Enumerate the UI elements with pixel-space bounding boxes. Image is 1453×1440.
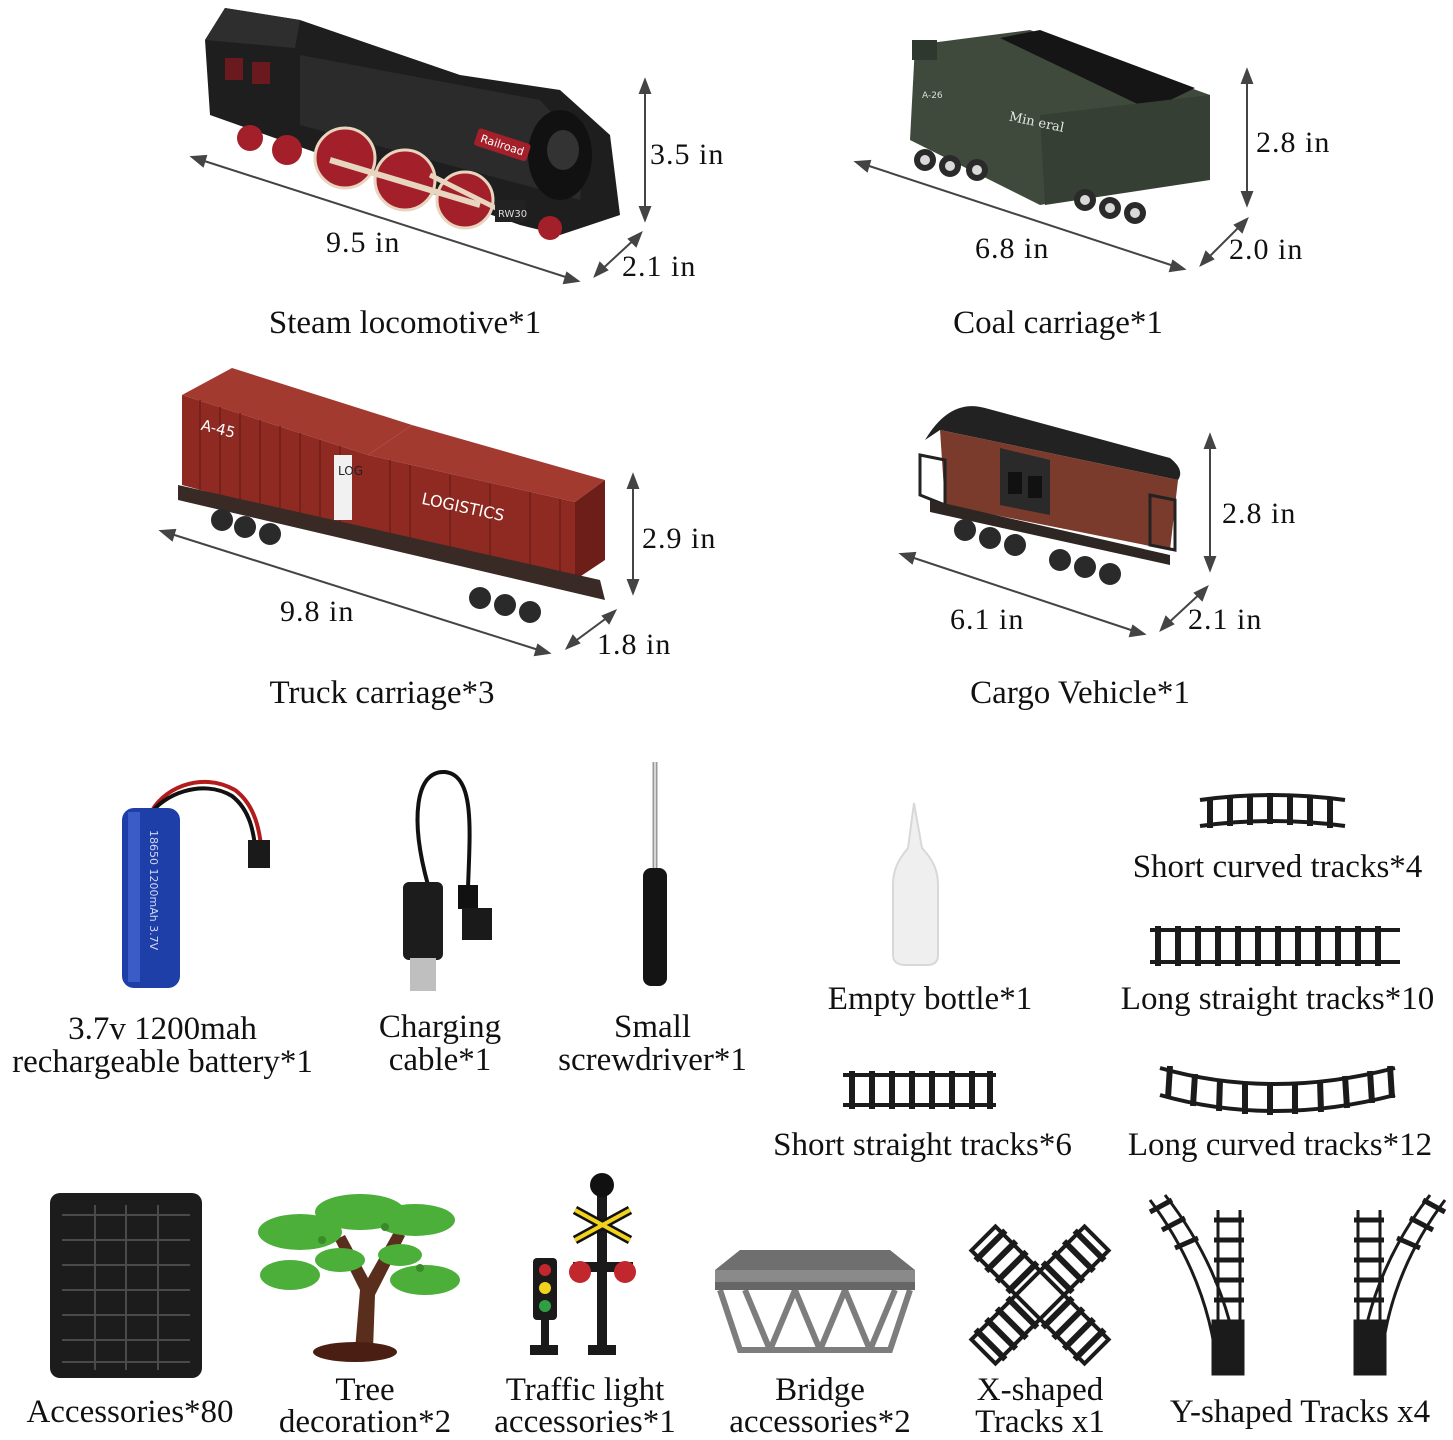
locomotive-height: 3.5 in (650, 138, 725, 171)
bottle-label: Empty bottle*1 (827, 981, 1033, 1017)
screwdriver-label-2: screwdriver*1 (558, 1042, 747, 1078)
coal-width: 2.0 in (1229, 233, 1304, 266)
short-straight-label: Short straight tracks*6 (773, 1127, 1072, 1163)
battery-label-2: rechargeable battery*1 (12, 1044, 313, 1080)
coal-length: 6.8 in (975, 232, 1050, 265)
truck-length: 9.8 in (280, 595, 355, 628)
cargo-label: Cargo Vehicle*1 (970, 675, 1190, 711)
locomotive-length: 9.5 in (326, 226, 401, 259)
truck-height: 2.9 in (642, 522, 717, 555)
truck-label: Truck carriage*3 (269, 675, 495, 711)
long-curved-label: Long curved tracks*12 (1127, 1127, 1433, 1163)
coal-label: Coal carriage*1 (953, 305, 1163, 341)
cargo-height: 2.8 in (1222, 497, 1297, 530)
screwdriver-label-1: Small (613, 1009, 691, 1045)
x-tracks-label-1: X-shaped (976, 1372, 1104, 1408)
cargo-width: 2.1 in (1188, 603, 1263, 636)
tree-label-2: decoration*2 (278, 1404, 452, 1440)
coal-number: A-26 (922, 91, 943, 101)
truck-log: LOG (338, 464, 363, 478)
short-curved-label: Short curved tracks*4 (1132, 849, 1423, 885)
long-straight-label: Long straight tracks*10 (1120, 981, 1435, 1017)
locomotive-width: 2.1 in (622, 250, 697, 283)
y-tracks-label: Y-shaped Tracks x4 (1169, 1394, 1431, 1430)
truck-width: 1.8 in (597, 628, 672, 661)
traffic-label-1: Traffic light (505, 1372, 665, 1408)
traffic-label-2: accessories*1 (494, 1404, 676, 1440)
coal-height: 2.8 in (1256, 126, 1331, 159)
cable-label-1: Charging (378, 1009, 502, 1045)
cargo-length: 6.1 in (950, 603, 1025, 636)
locomotive-label: Steam locomotive*1 (268, 305, 542, 341)
bridge-label-2: accessories*2 (729, 1404, 911, 1440)
x-tracks-label-2: Tracks x1 (975, 1404, 1105, 1440)
cable-label-2: cable*1 (388, 1042, 492, 1078)
svg-text:RW30: RW30 (498, 209, 527, 220)
tree-label-1: Tree (335, 1372, 395, 1408)
accessories-label: Accessories*80 (26, 1394, 234, 1430)
battery-print: 18650 1200mAh 3.7V (147, 830, 160, 951)
bridge-label-1: Bridge (775, 1372, 865, 1408)
battery-label-1: 3.7v 1200mah (68, 1011, 257, 1047)
